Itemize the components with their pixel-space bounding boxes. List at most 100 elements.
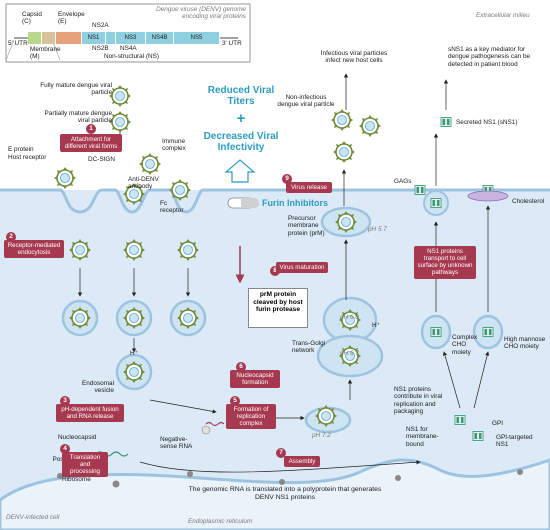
step-8-label: Virus maturation — [276, 262, 328, 274]
ph57-label: pH 5.7 — [368, 226, 387, 233]
gene-ns5: NS5 — [174, 32, 220, 44]
ns2b-label: NS2B — [92, 45, 109, 52]
er-ns1-1 — [454, 415, 466, 425]
ns4a-label: NS4A — [120, 45, 137, 52]
complex-cho-label: Complex CHO moiety — [452, 334, 478, 356]
virus-golgi — [334, 210, 358, 234]
step-7-label: Assembly — [284, 456, 320, 468]
ns1-contribute-label: NS1 proteins contribute in viral replica… — [394, 386, 443, 416]
non-infectious-label: Non-infectious dengue viral particle — [277, 94, 335, 109]
high-mannose-label: High mannose CHO moiety — [504, 336, 546, 351]
negative-sense-rna — [205, 421, 225, 427]
fully-mature-virus — [108, 84, 132, 108]
step-1-number: 1 — [86, 124, 96, 134]
infectious-label: Infectious viral particles infect new ho… — [320, 50, 388, 65]
step-5-label: Formation of replication complex — [226, 404, 276, 430]
released-virus-2 — [358, 114, 382, 138]
step-3-label: pH-dependent fusion and RNA release — [56, 404, 124, 423]
ns1-vesicle-glyph — [430, 198, 442, 208]
headline-plus: + — [236, 110, 246, 127]
negative-sense-label: Negative-sense RNA — [160, 436, 193, 451]
sns1-mediator-label: sNS1 as a key mediator for dengue pathog… — [448, 46, 531, 68]
step-3-number: 3 — [60, 396, 70, 406]
step-2-number: 2 — [6, 232, 16, 242]
virus-endosome-1 — [68, 306, 92, 330]
step-9-number: 9 — [282, 174, 292, 184]
ph60-label: pH 6.0 — [340, 314, 359, 321]
nucleocapsid-label: Nucleocapsid — [58, 434, 97, 441]
step-8-number: 8 — [270, 266, 280, 276]
host-receptor-label: Host receptor — [8, 154, 47, 161]
gags-label: GAGs — [394, 178, 412, 185]
outcome-arrow — [224, 159, 256, 183]
infected-cell-label: DENV-infected cell — [6, 514, 60, 521]
step-1-label: Attachment for different viral forms — [60, 134, 122, 153]
trans-golgi-label: Trans-Golgi network — [292, 340, 326, 355]
step-6-label: Nucleocapsid formation — [230, 370, 280, 389]
h-plus-label-1: H⁺ — [130, 350, 138, 357]
nonstructural-label: Non-structural (NS) — [104, 53, 160, 60]
ns1-membrane-label: NS1 for membrane-bound — [406, 426, 439, 448]
gene-m — [42, 32, 56, 44]
gene-ns1: NS1 — [82, 32, 106, 44]
cholesterol-raft — [467, 190, 509, 202]
virus-endosome-2 — [122, 306, 146, 330]
er-ns1-2 — [472, 431, 484, 441]
virus-endocytosis-1 — [68, 238, 92, 262]
fc-receptor-label: Fc receptor — [160, 200, 184, 215]
gene-ns3: NS3 — [116, 32, 146, 44]
gene-ns4b: NS4B — [146, 32, 174, 44]
virus-endocytosis-2 — [122, 238, 146, 262]
gpi-targeted-label: GPI-targeted NS1 — [496, 434, 533, 449]
secreted-ns1-label: Secreted NS1 (sNS1) — [456, 119, 518, 126]
er-label: Endoplasmic reticulum — [188, 518, 253, 525]
replication-complex-glyph — [201, 425, 211, 435]
gene-c — [28, 32, 42, 44]
extracellular-label: Extracellular milieu — [476, 12, 530, 19]
ph72-label: pH 7.2 — [312, 432, 331, 439]
fully-mature-label: Fully mature dengue viral particle — [40, 82, 112, 97]
step-6-number: 6 — [236, 362, 246, 372]
ribosome-label: Ribosome — [62, 476, 91, 483]
precursor-label: Precursor membrane protein (prM) — [288, 215, 325, 237]
gag-ns1 — [414, 185, 426, 195]
high-mannose-ns1 — [482, 327, 494, 337]
step-5-number: 5 — [230, 396, 240, 406]
released-virus-1 — [330, 108, 354, 132]
utr5-label: 5' UTR — [8, 40, 28, 47]
h-plus-label-2: H⁺ — [372, 322, 380, 329]
secreted-ns1-glyph — [440, 117, 452, 127]
prm-cleavage-box: prM protein cleaved by host furin protea… — [248, 288, 308, 328]
released-virus-3 — [332, 140, 356, 164]
step-4-label: Translation and processing — [62, 452, 108, 478]
immune-complex-virus — [138, 152, 162, 176]
endosomal-vesicle-label: Endosomal vesicle — [82, 380, 114, 395]
virus-fc-receptor — [168, 178, 192, 202]
ribosome-glyph — [112, 480, 120, 488]
dc-sign-label: DC-SIGN — [88, 156, 115, 163]
gene-ns2 — [106, 32, 116, 44]
immune-complex-label: Immune complex — [162, 138, 186, 153]
capsid-label: Capsid (C) — [22, 11, 42, 26]
gene-e — [56, 32, 82, 44]
cholesterol-label: Cholesterol — [512, 198, 545, 205]
virus-endosome-3 — [176, 306, 200, 330]
virus-endosomal-vesicle — [122, 360, 146, 384]
anti-denv-label: Anti-DENV antibody — [128, 176, 159, 191]
step-7-number: 7 — [276, 448, 286, 458]
e-protein-label: E protein — [8, 146, 34, 153]
partially-mature-label: Partially mature dengue viral particle — [44, 110, 113, 125]
envelope-label: Envelope (E) — [58, 11, 85, 26]
gpi-label: GPI — [492, 420, 504, 427]
furin-inhibitors-label: Furin Inhibitors — [262, 198, 328, 208]
membrane-label: Membrane (M) — [30, 46, 61, 61]
step-2-label: Receptor-mediated endocytosis — [4, 240, 64, 259]
step-9-label: Virus release — [286, 182, 332, 194]
step-4-number: 4 — [60, 444, 70, 454]
ns2a-label: NS2A — [92, 22, 109, 29]
complex-cho-ns1 — [430, 327, 442, 337]
ns1-transport-label: NS1 proteins transport to cell surface b… — [414, 246, 476, 279]
genome-box-title: Dengue viruse (DENV) genome encoding vir… — [156, 6, 246, 21]
ph67-label: pH 6.7 — [340, 350, 359, 357]
partially-mature-virus — [108, 110, 132, 134]
